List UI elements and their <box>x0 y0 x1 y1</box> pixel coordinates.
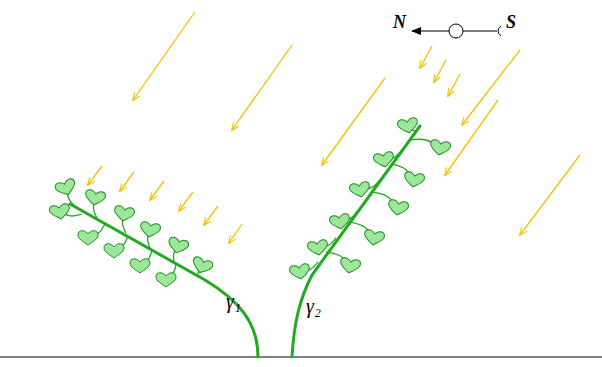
leaf <box>429 139 451 157</box>
sun-rays <box>88 12 580 243</box>
leaves <box>49 117 451 287</box>
leaf <box>49 203 71 221</box>
leaf <box>373 151 395 169</box>
leaf <box>78 231 98 245</box>
leaf <box>329 213 351 231</box>
leaf <box>130 259 150 273</box>
leaf <box>113 205 135 223</box>
sun-ray <box>204 206 218 225</box>
sun-ray <box>520 155 580 235</box>
leaf <box>307 239 329 257</box>
leaf <box>387 199 409 217</box>
sun-ray <box>462 50 520 125</box>
leaf <box>190 256 214 276</box>
stem-label: γ₁ <box>226 291 241 311</box>
sun-ray <box>133 12 195 100</box>
leaf <box>156 273 176 287</box>
leaf <box>104 244 124 258</box>
leaf <box>397 117 419 135</box>
leaf <box>403 171 425 189</box>
leaf <box>339 257 361 275</box>
stems <box>70 126 420 357</box>
leaf <box>363 229 385 247</box>
ground-line <box>0 357 602 358</box>
compass-circle <box>449 24 463 38</box>
sun-ray <box>448 74 460 96</box>
leaf <box>54 178 78 198</box>
sun-ray <box>120 172 134 191</box>
plant-stem <box>70 204 258 357</box>
compass-north: N <box>393 13 406 31</box>
leaf <box>139 221 161 239</box>
sun-ray <box>420 46 432 68</box>
sun-ray <box>88 166 102 185</box>
leaf <box>167 236 190 255</box>
leaf <box>84 189 106 207</box>
sun-ray <box>179 192 193 211</box>
sun-ray <box>232 45 292 130</box>
leaf <box>349 181 371 199</box>
plant-stem <box>292 126 420 357</box>
sun-ray <box>434 60 446 82</box>
sun-ray <box>150 181 164 200</box>
sun-ray <box>229 224 242 243</box>
leaf <box>289 263 311 281</box>
compass-south: S <box>506 13 516 31</box>
stem-label: γ₂ <box>306 296 321 316</box>
compass <box>412 24 501 38</box>
compass-tail <box>498 26 501 36</box>
sun-ray <box>445 100 498 175</box>
sun-ray <box>322 78 385 165</box>
